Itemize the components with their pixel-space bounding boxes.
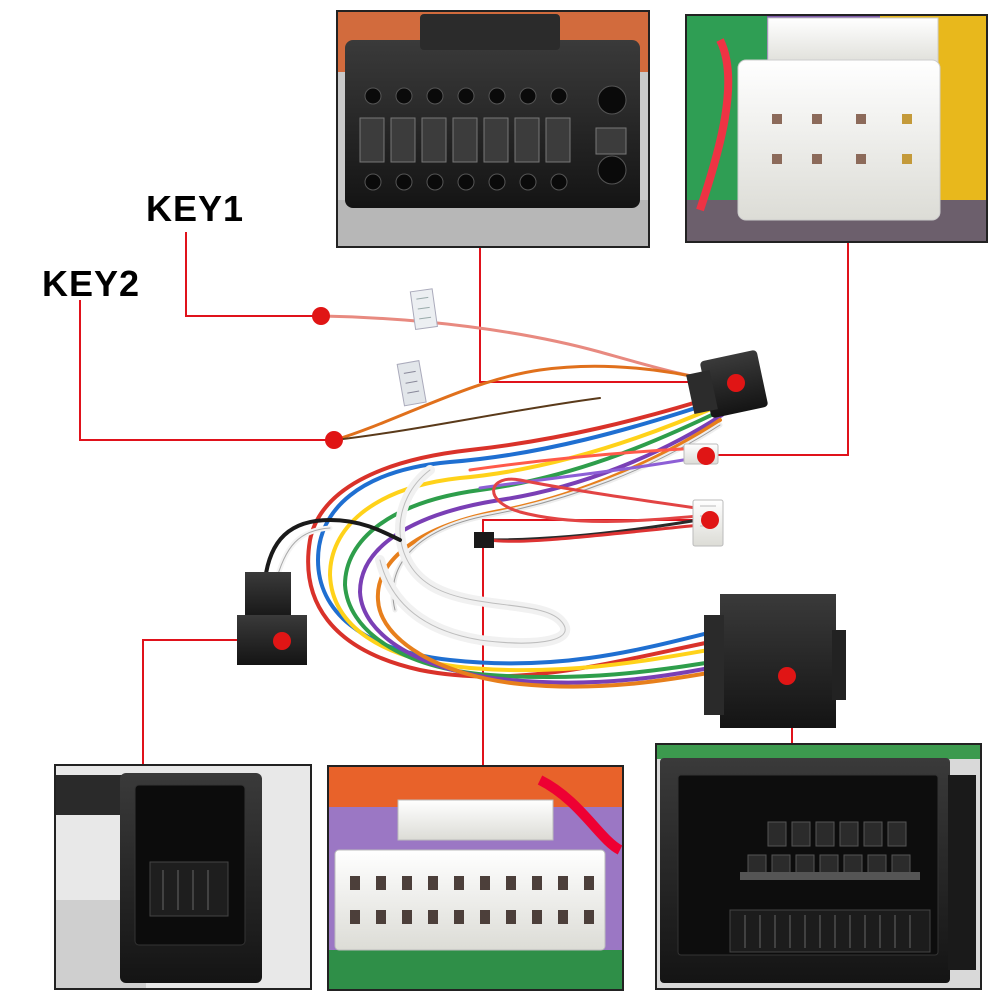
wire-bundle xyxy=(263,314,732,689)
inset-white-8pin xyxy=(685,14,988,243)
dot-large-black xyxy=(778,667,796,685)
leader-lines xyxy=(79,232,849,765)
inset-black-16pin xyxy=(336,10,650,248)
center-tiny-black-plug xyxy=(474,532,494,548)
center-large-black-plug xyxy=(704,594,846,728)
inset-white-multipin xyxy=(327,765,624,991)
wire-tag-key2 xyxy=(396,360,427,407)
key2-label: KEY2 xyxy=(42,263,141,304)
dot-key1 xyxy=(312,307,330,325)
dot-white-8pin xyxy=(697,447,715,465)
dot-white-plug xyxy=(701,511,719,529)
dot-16pin xyxy=(727,374,745,392)
dot-key2 xyxy=(325,431,343,449)
inset-black-small-plug xyxy=(54,764,312,990)
center-small-black-plug xyxy=(237,572,307,665)
wire-tag-key1 xyxy=(409,288,438,331)
dot-small-black xyxy=(273,632,291,650)
key1-label: KEY1 xyxy=(146,188,245,229)
callout-dots xyxy=(273,307,796,685)
inset-black-large-plug xyxy=(655,743,982,990)
